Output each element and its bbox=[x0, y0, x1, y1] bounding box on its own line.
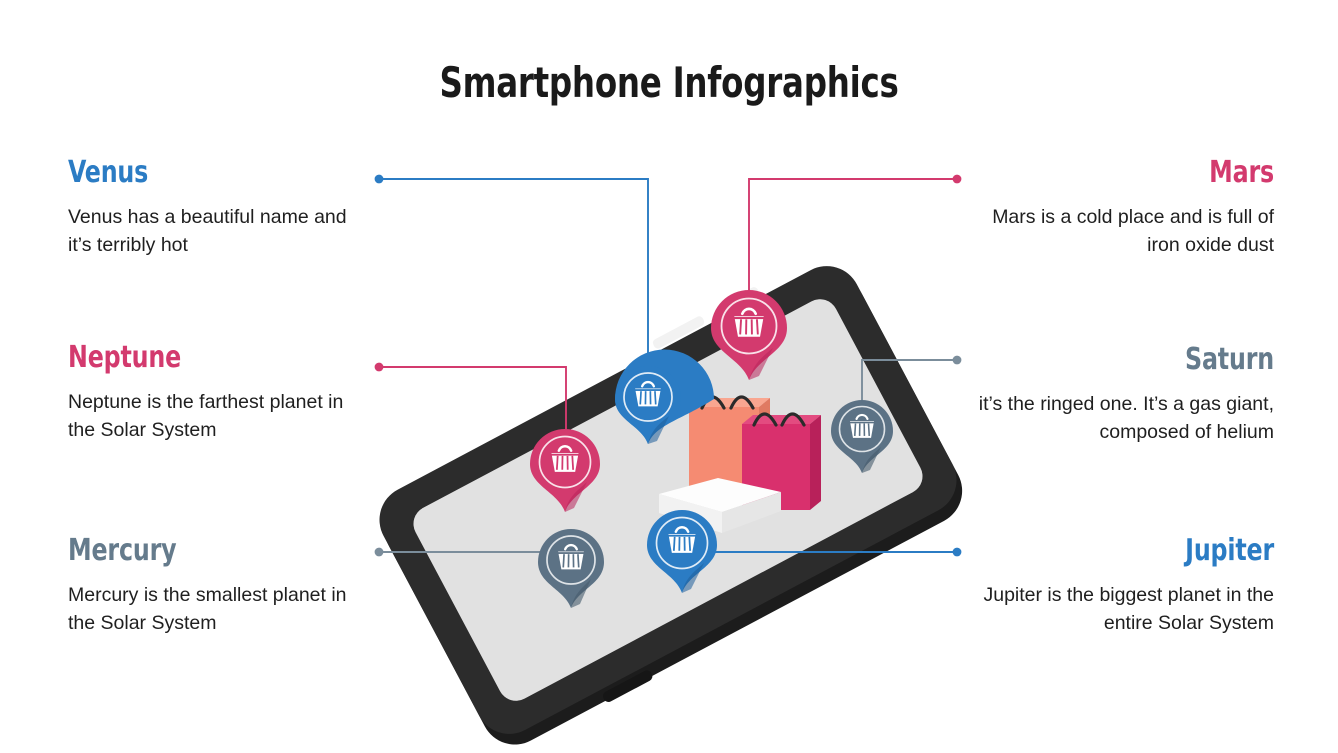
item-body-jupiter: Jupiter is the biggest planet in the ent… bbox=[983, 584, 1274, 634]
item-heading-jupiter: Jupiter bbox=[1185, 533, 1274, 568]
item-heading-venus: Venus bbox=[68, 155, 149, 190]
item-jupiter: Jupiter Jupiter is the biggest planet in… bbox=[972, 536, 1274, 637]
marker-saturn[interactable] bbox=[831, 400, 893, 473]
connector-venus bbox=[374, 174, 649, 379]
item-body-saturn: it’s the ringed one. It’s a gas giant, c… bbox=[978, 393, 1274, 443]
map-markers bbox=[530, 290, 893, 608]
item-heading-mars: Mars bbox=[1209, 155, 1274, 190]
marker-neptune[interactable] bbox=[530, 429, 600, 512]
item-saturn: Saturn it’s the ringed one. It’s a gas g… bbox=[972, 345, 1274, 446]
item-venus: Venus Venus has a beautiful name and it’… bbox=[68, 158, 368, 259]
item-body-neptune: Neptune is the farthest planet in the So… bbox=[68, 391, 344, 441]
marker-jupiter[interactable] bbox=[647, 510, 717, 593]
item-body-mercury: Mercury is the smallest planet in the So… bbox=[68, 584, 347, 634]
item-mercury: Mercury Mercury is the smallest planet i… bbox=[68, 536, 368, 637]
item-heading-mercury: Mercury bbox=[68, 533, 177, 568]
connector-mars bbox=[748, 174, 962, 301]
marker-mars[interactable] bbox=[711, 290, 787, 380]
speaker-slot bbox=[603, 670, 653, 702]
item-mars: Mars Mars is a cold place and is full of… bbox=[972, 158, 1274, 259]
marker-venus[interactable] bbox=[615, 349, 714, 445]
marker-mercury[interactable] bbox=[538, 529, 604, 608]
item-neptune: Neptune Neptune is the farthest planet i… bbox=[68, 343, 368, 444]
item-heading-saturn: Saturn bbox=[1185, 342, 1274, 377]
page-title: Smartphone Infographics bbox=[439, 58, 899, 107]
item-body-mars: Mars is a cold place and is full of iron… bbox=[992, 206, 1274, 256]
item-heading-neptune: Neptune bbox=[68, 340, 182, 375]
item-body-venus: Venus has a beautiful name and it’s terr… bbox=[68, 206, 347, 256]
